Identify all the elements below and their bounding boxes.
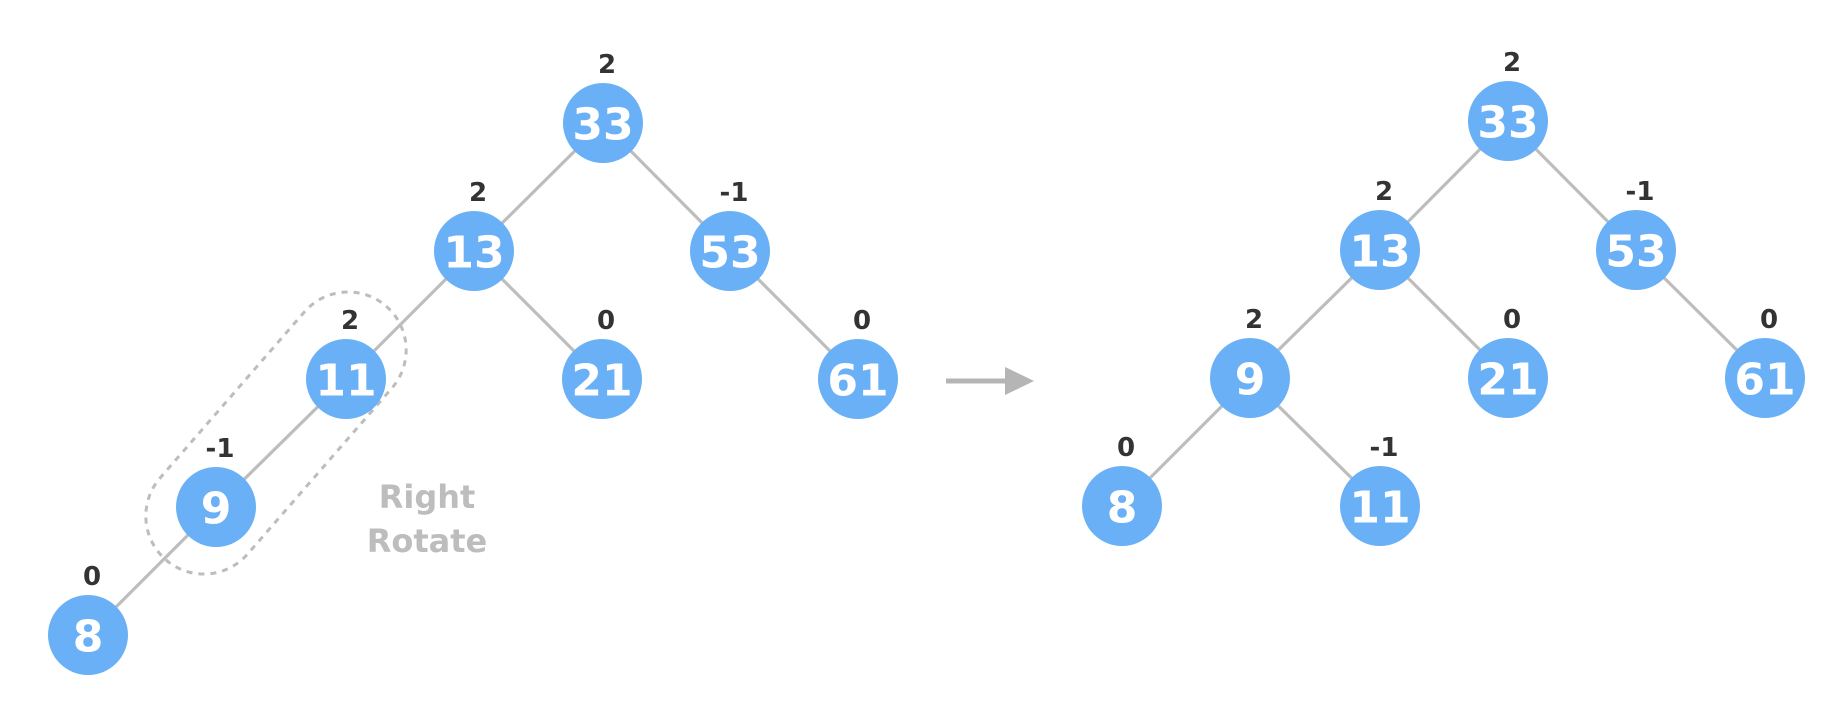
node-value: 11 — [1349, 483, 1410, 534]
tree-node-after-11: 11 -1 — [1340, 433, 1420, 546]
balance-factor: -1 — [1626, 177, 1655, 207]
balance-factor: 0 — [1503, 305, 1521, 335]
node-circle — [1468, 81, 1548, 161]
tree-node-before-53: 53 -1 — [690, 178, 770, 291]
node-value: 33 — [1477, 98, 1538, 149]
node-circle — [563, 83, 643, 163]
node-value: 8 — [1107, 483, 1138, 534]
balance-factor: 0 — [1117, 433, 1135, 463]
right-rotate-annotation: Right Rotate — [144, 290, 488, 576]
balance-factor: -1 — [720, 178, 749, 208]
node-circle — [306, 339, 386, 419]
node-circle — [48, 595, 128, 675]
balance-factor: 2 — [341, 306, 359, 336]
node-circle — [690, 211, 770, 291]
rotation-label-line2: Rotate — [367, 522, 488, 560]
tree-node-before-21: 21 0 — [562, 306, 642, 419]
tree-node-after-61: 61 0 — [1725, 305, 1805, 418]
tree-node-after-53: 53 -1 — [1596, 177, 1676, 290]
node-value: 13 — [1349, 227, 1410, 278]
node-value: 21 — [571, 356, 632, 407]
balance-factor: 2 — [1375, 177, 1393, 207]
balance-factor: 0 — [83, 562, 101, 592]
tree-node-after-21: 21 0 — [1468, 305, 1548, 418]
rotation-label-line1: Right — [379, 478, 476, 516]
node-circle — [1082, 466, 1162, 546]
balance-factor: -1 — [206, 434, 235, 464]
balance-factor: 2 — [598, 50, 616, 80]
node-value: 13 — [443, 228, 504, 279]
balance-factor: 0 — [597, 306, 615, 336]
node-value: 11 — [315, 356, 376, 407]
node-circle — [1468, 338, 1548, 418]
tree-node-before-9: 9 -1 — [176, 434, 256, 547]
node-circle — [1725, 338, 1805, 418]
tree-node-after-8: 80 — [1082, 433, 1162, 546]
node-circle — [176, 467, 256, 547]
tree-node-before-33: 33 2 — [563, 50, 643, 163]
node-value: 9 — [201, 484, 232, 535]
node-value: 9 — [1235, 355, 1266, 406]
transition-arrow-head — [1005, 367, 1034, 395]
node-value: 8 — [73, 612, 104, 663]
tree-node-before-13: 13 2 — [434, 178, 514, 291]
node-value: 33 — [572, 100, 633, 151]
rotation-highlight-box — [144, 290, 408, 576]
balance-factor: 2 — [1503, 48, 1521, 78]
node-value: 61 — [1734, 355, 1795, 406]
right-arrow-icon — [946, 367, 1034, 395]
tree-node-after-13: 13 2 — [1340, 177, 1420, 290]
node-circle — [818, 339, 898, 419]
tree-node-before-61: 61 0 — [818, 306, 898, 419]
balance-factor: 0 — [1760, 305, 1778, 335]
node-circle — [1210, 338, 1290, 418]
node-circle — [434, 211, 514, 291]
node-value: 61 — [827, 356, 888, 407]
node-circle — [1596, 210, 1676, 290]
node-value: 53 — [699, 228, 760, 279]
tree-node-before-11: 11 2 — [306, 306, 386, 419]
balance-factor: 2 — [469, 178, 487, 208]
node-circle — [1340, 466, 1420, 546]
tree-node-after-33: 33 2 — [1468, 48, 1548, 161]
nodes-layer: 33213253-11122106109-18033213253-1922106… — [48, 48, 1805, 675]
balance-factor: 0 — [853, 306, 871, 336]
node-value: 53 — [1605, 227, 1666, 278]
tree-node-after-9: 92 — [1210, 305, 1290, 418]
balance-factor: -1 — [1370, 433, 1399, 463]
node-circle — [1340, 210, 1420, 290]
node-value: 21 — [1477, 355, 1538, 406]
node-circle — [562, 339, 642, 419]
balance-factor: 2 — [1245, 305, 1263, 335]
tree-node-before-8: 80 — [48, 562, 128, 675]
